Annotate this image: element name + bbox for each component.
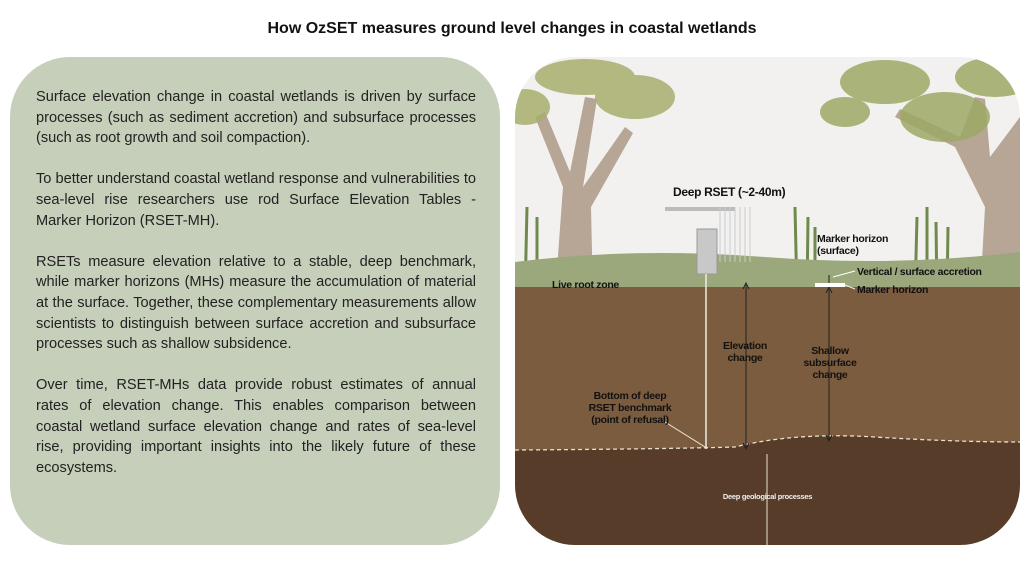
- paragraph-3: RSETs measure elevation relative to a st…: [36, 253, 476, 353]
- canopy-left: [515, 59, 675, 125]
- rset-diagram: Deep RSET (~2-40m) Marker horizon(surfac…: [515, 57, 1020, 545]
- canopy-right: [820, 57, 1020, 142]
- label-line: Marker horizon: [817, 233, 889, 245]
- label-line: Elevation: [723, 340, 767, 352]
- paragraph-1: Surface elevation change in coastal wetl…: [36, 89, 476, 147]
- grass-surface: [515, 252, 1020, 289]
- right-tree-trunk: [895, 97, 1020, 297]
- soil-layer: [515, 287, 1020, 457]
- label-line: change: [812, 369, 848, 381]
- bottom-leader: [664, 421, 706, 448]
- label-line: subsurface: [803, 357, 857, 369]
- label-line: RSET benchmark: [588, 402, 672, 414]
- label-line: Bottom of deep: [593, 390, 667, 402]
- label-line: Shallow: [811, 345, 849, 357]
- label-line: (point of refusal): [591, 414, 669, 426]
- label-live-root-zone: Live root zone: [552, 279, 619, 291]
- rset-receiver: [696, 228, 718, 275]
- label-deep-geological-processes: Deep geological processes: [722, 492, 813, 501]
- label-marker-horizon: Marker horizon: [857, 284, 929, 296]
- elevation-change-arrow: [742, 281, 750, 451]
- paragraph-4: Over time, RSET-MHs data provide robust …: [36, 377, 476, 476]
- marker-horizon-layer: [815, 283, 845, 287]
- left-tree-trunk: [535, 97, 633, 297]
- label-line: change: [727, 352, 763, 364]
- text-panel: Surface elevation change in coastal wetl…: [10, 57, 500, 545]
- page-title: How OzSET measures ground level changes …: [267, 20, 757, 37]
- rset-arm: [665, 207, 735, 211]
- rset-pins: [719, 207, 751, 262]
- label-line: (surface): [817, 245, 859, 257]
- label-vertical-accretion: Vertical / surface accretion: [857, 266, 982, 278]
- label-marker-horizon-surface: Marker horizon(surface): [817, 233, 888, 257]
- diagram-illustration: [515, 57, 1020, 545]
- refusal-boundary: [515, 435, 1020, 451]
- paragraph-2: To better understand coastal wetland res…: [36, 171, 476, 229]
- label-deep-rset: Deep RSET (~2-40m): [673, 185, 786, 199]
